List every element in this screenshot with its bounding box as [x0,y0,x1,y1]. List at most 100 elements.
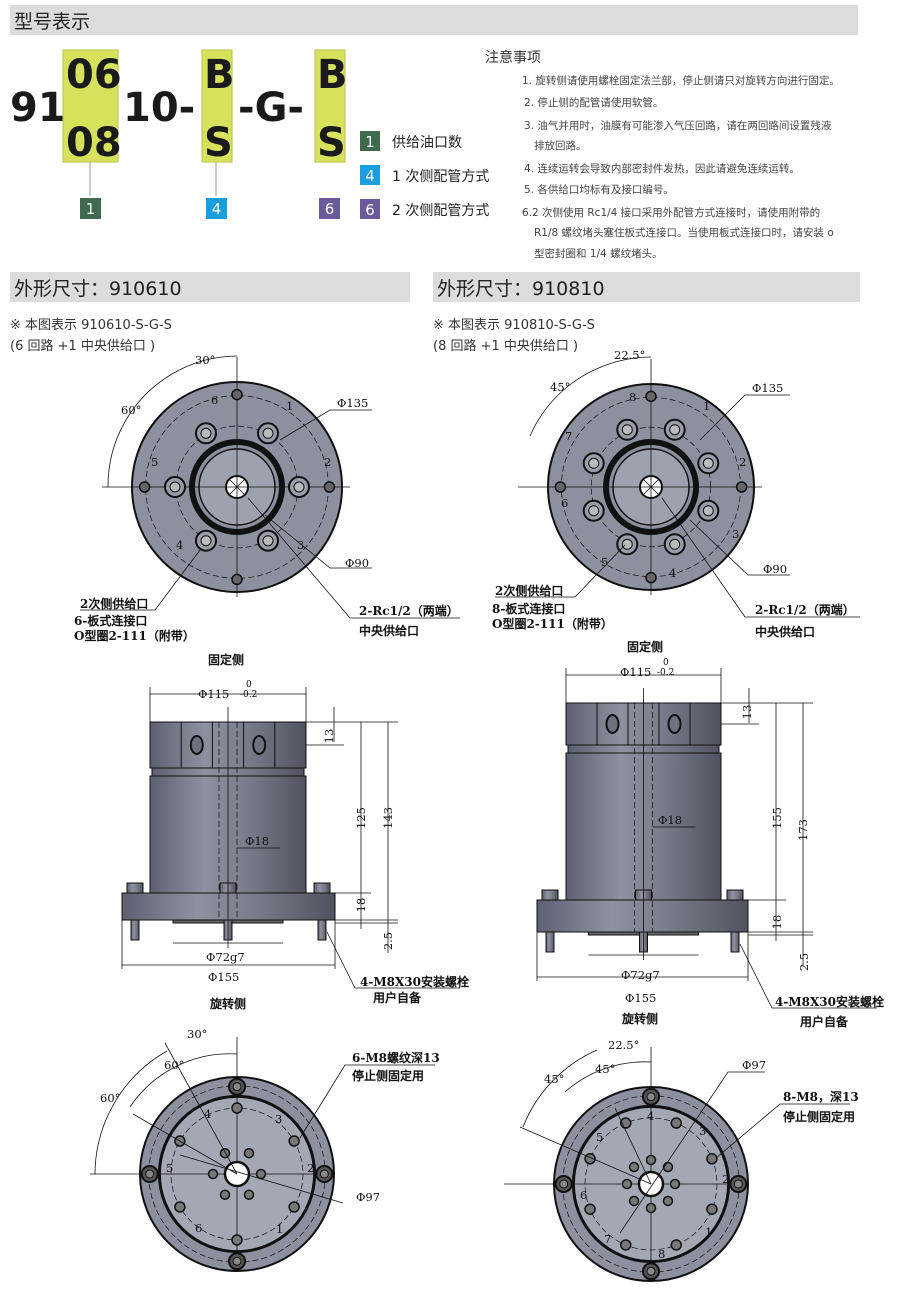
port-number: 5 [166,1161,173,1175]
note-line: 型密封圈和 1/4 螺纹堵头。 [534,247,663,260]
callout-text: 4-M8X30安装螺栓 [360,974,469,989]
note-line: 6.2 次侧使用 Rc1/4 接口采用外配管方式连接时，请使用附带的 [522,206,820,219]
angle-arc [107,373,173,488]
port-number: 7 [604,1232,611,1246]
bolt-head [232,1082,242,1092]
port-hole [293,481,305,493]
fixed-side-label: 固定侧 [208,652,244,667]
port-number: 3 [699,1124,706,1138]
code-box-secondary [314,49,346,163]
callout-text: 2-Rc1/2（两端） [359,603,459,618]
angle-label: 22.5° [614,348,645,362]
bolt-head [646,1092,656,1102]
code-option: S [317,120,346,166]
side-view-right-labels: 固定侧 Φ115 0 -0.2 Φ18 Φ72g7 Φ155 13 155 17… [620,639,884,1029]
bolt-head-icon [726,889,744,901]
legend-label: 供给油口数 [392,135,462,151]
angle-label: 60° [121,403,141,417]
model-section: 型号表示 91 06 08 10- B S -G- B S 1 4 6 1 供给… [10,5,858,260]
top-view-right-labels: 22.5° 45° Φ135 Φ90 1 2 3 4 5 6 7 8 2次侧供给… [492,348,855,639]
angle-arc [129,1053,238,1108]
diameter-label: Φ90 [345,556,369,570]
tag-box [206,198,227,219]
side-port-icon [667,714,682,734]
bottom-view-right-labels: 22.5° 45° 45° Φ97 8-M8，深13 停止侧固定用 1 2 3 … [544,1038,859,1261]
tolerance-lower: -0.2 [657,668,674,678]
note-line: 排放回路。 [534,139,587,152]
leader-line [715,1103,850,1159]
note-line: 3. 油气并用时，油膜有可能渗入气压回路，请在两回路间设置残液 [524,119,832,132]
bolt-head [733,1179,743,1189]
legend-label: 1 次侧配管方式 [392,169,489,185]
angle-arc [529,366,602,437]
height-label: 125 [354,807,368,829]
port-number: 1 [276,1222,283,1236]
port-hole [628,1195,640,1207]
callout-text: O型圈2-111（附带） [492,616,613,631]
callout-text: 6-板式连接口 [74,613,147,628]
thread-hole [174,1201,186,1213]
diameter-label: Φ90 [763,562,787,576]
port-number: 3 [275,1112,282,1126]
thread-hole [706,1203,718,1215]
callout-text: 8-板式连接口 [492,601,565,616]
port-hole [255,1168,267,1180]
bottom-view-left-labels: 30° 60° 60° Φ97 6-M8螺纹深13 停止侧固定用 1 2 3 4… [100,1027,440,1236]
ray-line [519,1126,652,1185]
section-header-bar [10,5,858,35]
ray-line [614,1107,652,1185]
code-box-primary [201,49,233,163]
port-hole [588,505,600,517]
leader-line [699,394,790,441]
dimension-line [179,1154,344,1204]
top-view-910610 [80,355,460,619]
angle-arc [171,355,238,375]
rotating-side-label: 旋转侧 [209,996,246,1011]
bolt-shank [730,931,740,953]
height-label: 173 [796,819,810,841]
leader-line [661,497,860,618]
mount-hole [138,481,151,493]
height-label: 18 [770,915,784,930]
thread-hole [231,1234,243,1246]
height-label: 2.5 [381,932,395,950]
port-hole [621,424,633,436]
diameter-label: Φ155 [208,970,239,984]
bolt-head [232,1256,242,1266]
notes: 注意事项 1. 旋转侧请使用螺栓固定法兰部，停止侧请只对旋转方向进行固定。 2.… [485,49,840,260]
bottom-view-910610 [90,1037,435,1272]
thread-hole [706,1153,718,1165]
dims-right-subtitle: (8 回路 +1 中央供给口 ) [433,338,578,354]
port-hole [669,538,681,550]
side-port-icon [605,714,620,734]
code-option: S [204,120,233,166]
port-hole [243,1189,255,1201]
dims-left-title: 外形尺寸：910610 [14,278,182,300]
bolt-head-icon [313,882,331,894]
dims-right-title: 外形尺寸：910810 [437,278,605,300]
callout-text: 2-Rc1/2（两端） [755,602,855,617]
port-hole [645,1202,657,1214]
diameter-label: Φ155 [625,991,656,1005]
dims-left-subtitle: ※ 本图表示 910610-S-G-S [10,318,172,333]
bolt-head [319,1169,329,1179]
port-number: 3 [732,527,739,541]
thread-hole [670,1117,682,1129]
code-prefix: 91 [10,85,66,131]
port-number: 5 [151,455,158,469]
note-line: 2. 停止侧的配管请使用软管。 [524,96,663,109]
fixed-side-label: 固定侧 [627,639,663,654]
angle-label: 45° [595,1062,615,1076]
port-number: 6 [580,1188,587,1202]
side-view-910810 [536,668,877,1009]
angle-label: 22.5° [608,1038,639,1052]
side-port-icon [252,735,267,755]
diameter-label: Φ72g7 [621,968,660,982]
port-hole [645,1154,657,1166]
diameter-label: Φ97 [356,1190,380,1204]
thread-hole [288,1135,300,1147]
note-line: R1/8 螺纹堵头塞住板式连接口。当使用板式连接口时，请安装 o [534,226,834,239]
height-label: 13 [322,729,336,744]
diameter-label: Φ18 [245,834,269,848]
mount-hole [645,571,657,584]
